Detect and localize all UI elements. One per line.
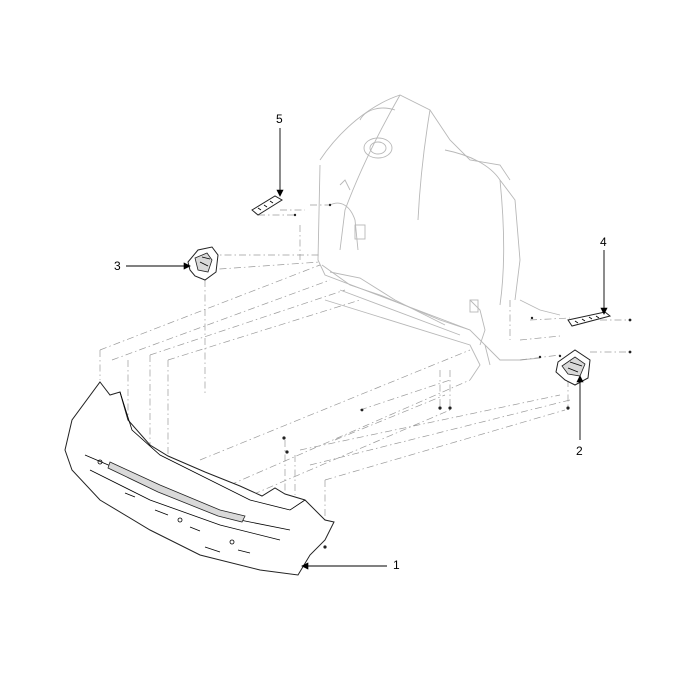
- side-bracket-right: [555, 349, 591, 386]
- vehicle-body-outline: [317, 94, 561, 381]
- upper-rail-left: [251, 195, 283, 216]
- callout-4: 4: [600, 235, 607, 249]
- upper-rail-right: [567, 311, 612, 327]
- rear-bumper-cover: [64, 381, 335, 576]
- leader-lines: [126, 128, 608, 570]
- callout-2: 2: [576, 444, 583, 458]
- callout-5: 5: [276, 112, 283, 126]
- side-bracket-left: [187, 246, 219, 281]
- callout-3: 3: [114, 259, 121, 273]
- assembly-guide-lines: [99, 204, 630, 525]
- callout-1: 1: [393, 558, 400, 572]
- fastener-points: [282, 203, 632, 549]
